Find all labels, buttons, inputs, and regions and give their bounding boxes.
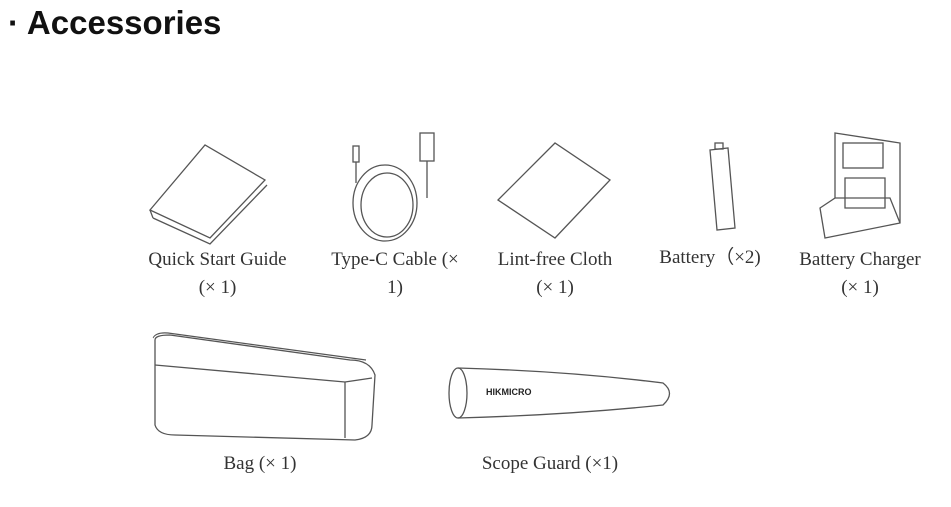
battery-illustration [709, 142, 736, 231]
battery-charger-illustration [819, 132, 901, 239]
caption-bag: Bag (× 1) [190, 450, 330, 478]
item-quantity: (× 1) [198, 277, 237, 298]
item-quantity: (× 1) [536, 277, 574, 298]
lint-free-cloth-illustration [496, 142, 612, 239]
item-quantity: 1) [387, 277, 403, 298]
caption-type-c-cable: Type-C Cable (× 1) [315, 246, 475, 302]
item-name: Quick Start Guide [148, 249, 287, 270]
item-name: Type-C Cable (× [331, 249, 459, 270]
caption-quick-start-guide: Quick Start Guide (× 1) [135, 246, 300, 302]
type-c-cable-illustration [352, 132, 435, 242]
hikmicro-logo: HIKMICRO [486, 387, 532, 397]
scope-guard-illustration [448, 367, 671, 419]
item-name: Lint-free Cloth [497, 249, 613, 270]
quick-start-guide-illustration [148, 144, 268, 245]
caption-battery-charger: Battery Charger (× 1) [785, 246, 935, 302]
bag-illustration [152, 332, 376, 441]
caption-battery: Battery（×2) [645, 244, 775, 272]
caption-lint-free-cloth: Lint-free Cloth (× 1) [480, 246, 630, 302]
caption-scope-guard: Scope Guard (×1) [465, 450, 635, 478]
item-name: Battery Charger [799, 249, 921, 270]
item-name: Battery（×2) [659, 247, 761, 268]
item-name: Bag (× 1) [223, 453, 297, 474]
item-name: Scope Guard (×1) [481, 453, 619, 474]
section-heading: · Accessories [8, 4, 222, 41]
item-quantity: (× 1) [841, 277, 879, 298]
